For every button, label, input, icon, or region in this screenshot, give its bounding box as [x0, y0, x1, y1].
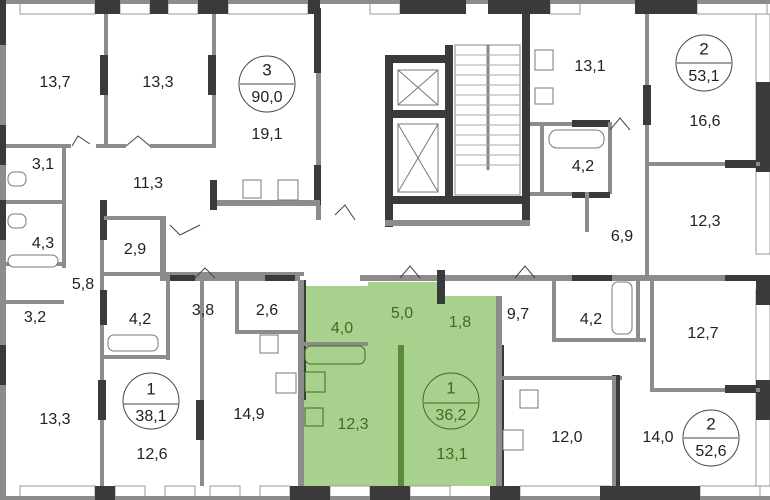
apartment-badge[interactable]: 2 52,6 — [682, 409, 740, 467]
apartment-badge[interactable]: 1 38,1 — [122, 372, 180, 430]
room-area: 19,1 — [251, 126, 282, 143]
room-area: 13,1 — [574, 58, 605, 75]
sink-icon — [259, 334, 279, 354]
badge-area: 90,0 — [251, 89, 282, 106]
apartment-badge[interactable]: 3 90,0 — [238, 55, 296, 113]
stove-icon — [304, 371, 326, 393]
interior-walls — [6, 8, 760, 486]
badge-rooms: 2 — [699, 39, 708, 58]
room-area: 3,2 — [24, 309, 46, 326]
bathtub-icon — [611, 281, 633, 335]
room-area: 4,2 — [572, 158, 594, 175]
room-labels: 13,7 13,3 19,1 11,3 3,1 4,3 2,9 13,1 16,… — [24, 58, 721, 463]
fixtures — [7, 49, 633, 451]
room-area: 16,6 — [689, 113, 720, 130]
bathtub-icon — [548, 129, 605, 149]
room-area: 5,0 — [391, 305, 413, 322]
room-area: 6,9 — [611, 228, 633, 245]
room-area: 12,3 — [689, 213, 720, 230]
sink-icon — [304, 407, 324, 427]
room-area: 14,9 — [233, 406, 264, 423]
room-area: 2,9 — [124, 241, 146, 258]
toilet-icon — [7, 213, 27, 229]
stove-icon — [502, 429, 524, 451]
room-area: 3,8 — [192, 302, 214, 319]
room-area: 13,7 — [39, 74, 70, 91]
room-area: 4,2 — [129, 311, 151, 328]
room-area: 11,3 — [133, 175, 163, 192]
apartment-selected-fill[interactable] — [303, 282, 496, 486]
apartment-badge[interactable]: 2 53,1 — [675, 34, 733, 92]
bathtub-icon — [7, 254, 59, 268]
apartment-badge-selected[interactable]: 1 36,2 — [422, 372, 480, 430]
room-area: 3,1 — [32, 156, 54, 173]
badge-area: 38,1 — [135, 408, 166, 425]
room-area: 12,3 — [337, 416, 368, 433]
room-area: 2,6 — [256, 302, 278, 319]
room-area: 9,7 — [507, 306, 529, 323]
room-area: 13,3 — [39, 411, 70, 428]
badge-rooms: 1 — [446, 378, 455, 397]
elevator-core — [397, 69, 439, 193]
badge-rooms: 3 — [262, 60, 271, 79]
badge-rooms: 1 — [146, 379, 155, 398]
toilet-icon — [7, 171, 27, 187]
stove-icon — [277, 179, 299, 201]
stove-icon — [275, 372, 297, 394]
room-area: 1,8 — [449, 314, 471, 331]
room-area: 5,8 — [72, 276, 94, 293]
room-area: 14,0 — [642, 429, 673, 446]
stairs — [454, 44, 521, 196]
stove-icon — [534, 49, 554, 71]
room-area: 4,0 — [331, 320, 353, 337]
badge-area: 52,6 — [695, 443, 726, 460]
room-area: 13,3 — [142, 74, 173, 91]
sink-icon — [534, 87, 554, 105]
badge-rooms: 2 — [706, 414, 715, 433]
bathtub-icon — [304, 345, 366, 365]
room-area: 4,2 — [580, 311, 602, 328]
sink-icon — [242, 179, 262, 199]
room-area: 12,0 — [551, 429, 582, 446]
bathtub-icon — [107, 334, 159, 352]
room-area: 13,1 — [436, 446, 467, 463]
sink-icon — [519, 389, 539, 409]
room-area: 12,6 — [136, 446, 167, 463]
room-area: 12,7 — [687, 325, 718, 342]
badge-area: 36,2 — [435, 407, 466, 424]
badge-area: 53,1 — [688, 68, 719, 85]
doors — [71, 117, 631, 279]
room-area: 4,3 — [32, 235, 54, 252]
